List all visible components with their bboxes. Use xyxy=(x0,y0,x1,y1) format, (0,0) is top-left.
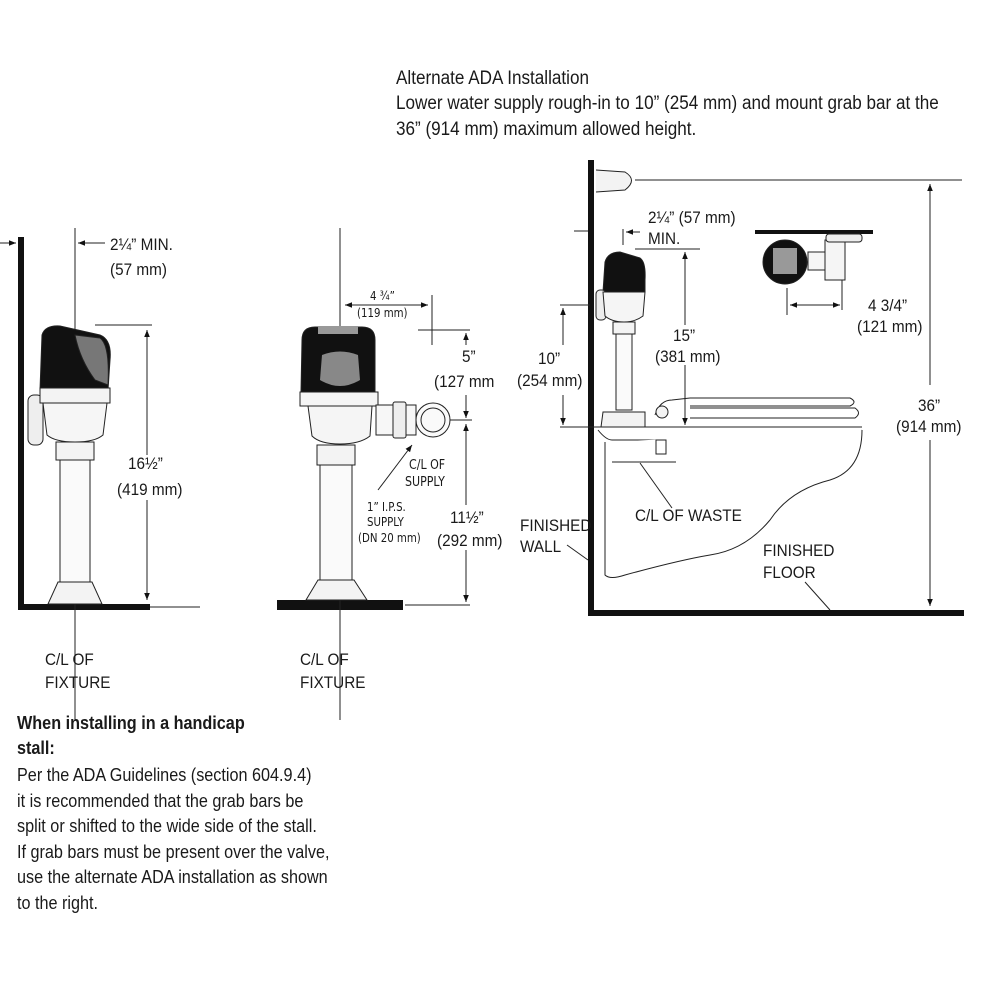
finished-floor-label-1: FINISHED xyxy=(763,541,835,560)
finished-floor xyxy=(588,610,964,616)
ada-view xyxy=(560,160,964,616)
ips-label-3: (DN 20 mm) xyxy=(358,531,421,545)
grab-bar-height-label: 36” xyxy=(918,396,941,415)
side-cl-label-1: C/L OF xyxy=(45,650,94,669)
finished-floor-label-2: FLOOR xyxy=(763,563,816,582)
front-view xyxy=(277,228,472,720)
front-cl-label-1: C/L OF xyxy=(300,650,349,669)
side-height-label: 16½” xyxy=(128,454,163,473)
supply-rise-label: 5” xyxy=(462,347,476,366)
alternate-ada-title: Alternate ADA Installation xyxy=(396,68,589,89)
rough-in-mm: (254 mm) xyxy=(517,371,583,390)
side-offset-label: 2¼” MIN. xyxy=(110,235,173,254)
front-width-label: 4 ¾” xyxy=(370,289,395,303)
supply-height-mm: (292 mm) xyxy=(437,531,503,550)
finished-wall xyxy=(588,160,594,615)
cl-supply-1: C/L OF xyxy=(409,458,446,473)
note-heading-1: When installing in a handicap xyxy=(17,713,245,733)
valve-height-mm: (381 mm) xyxy=(655,347,721,366)
front-cl-label-2: FIXTURE xyxy=(300,673,366,692)
floor xyxy=(18,604,150,610)
finished-wall-label-2: WALL xyxy=(520,537,562,556)
ada-offset-min: MIN. xyxy=(648,229,681,248)
grab-bar xyxy=(595,169,632,193)
grab-bar-height-mm: (914 mm) xyxy=(896,417,962,436)
header-line-2: 36” (914 mm) maximum allowed height. xyxy=(396,119,697,140)
side-view xyxy=(0,228,200,720)
top-offset-label: 4 3/4” xyxy=(868,296,908,315)
note-line: use the alternate ADA installation as sh… xyxy=(17,867,328,887)
rough-in-label: 10” xyxy=(538,349,561,368)
note-line: to the right. xyxy=(17,893,99,913)
valve-height-label: 15” xyxy=(673,326,696,345)
side-height-mm: (419 mm) xyxy=(117,480,183,499)
finished-wall-label-1: FINISHED xyxy=(520,516,592,535)
note-line: split or shifted to the wide side of the… xyxy=(17,816,317,836)
note-line: Per the ADA Guidelines (section 604.9.4) xyxy=(17,765,312,785)
ada-offset-label: 2¼” (57 mm) xyxy=(648,208,736,227)
cl-waste-label: C/L OF WASTE xyxy=(635,506,742,525)
side-cl-label-2: FIXTURE xyxy=(45,673,111,692)
side-offset-mm: (57 mm) xyxy=(110,260,167,279)
ips-label-1: 1” I.P.S. xyxy=(367,500,406,514)
ips-label-2: SUPPLY xyxy=(367,515,404,529)
note-line: If grab bars must be present over the va… xyxy=(17,842,330,862)
note-heading-2: stall: xyxy=(17,738,55,758)
cl-supply-2: SUPPLY xyxy=(405,475,445,490)
supply-height-label: 11½” xyxy=(450,508,484,527)
front-width-mm: (119 mm) xyxy=(357,306,408,320)
header-line-1: Lower water supply rough-in to 10” (254 … xyxy=(396,93,939,114)
note-line: it is recommended that the grab bars be xyxy=(17,791,304,811)
supply-rise-mm: (127 mm xyxy=(434,372,495,391)
top-offset-mm: (121 mm) xyxy=(857,317,923,336)
wall xyxy=(18,237,24,610)
